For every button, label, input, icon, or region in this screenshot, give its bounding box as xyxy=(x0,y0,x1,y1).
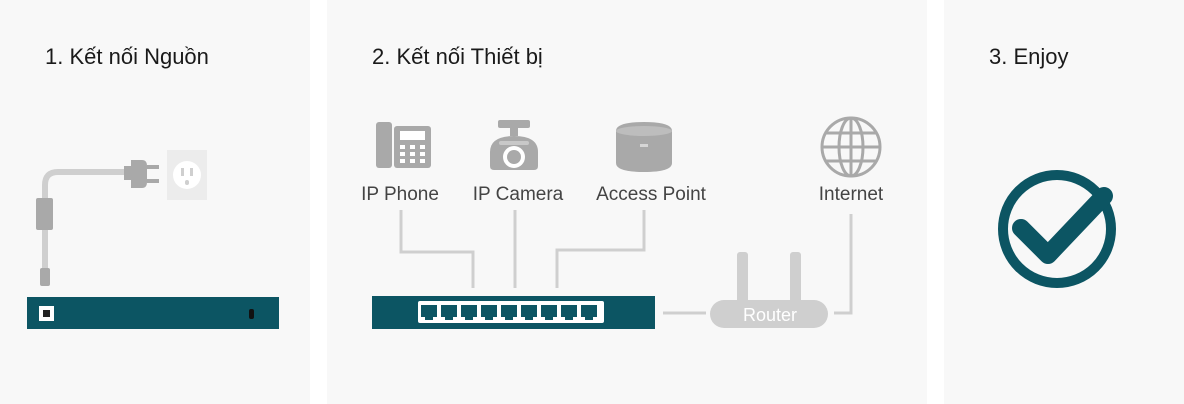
camera-icon xyxy=(490,120,538,170)
switch-front xyxy=(372,296,655,329)
access-point-icon xyxy=(616,122,672,172)
check-circle-icon xyxy=(998,170,1116,288)
plug-icon xyxy=(124,160,159,188)
step-devices-title: 2. Kết nối Thiết bị xyxy=(372,44,543,69)
ethernet-port xyxy=(501,305,517,320)
globe-icon xyxy=(820,116,882,178)
ethernet-port xyxy=(481,305,497,320)
ethernet-port xyxy=(581,305,597,320)
ethernet-port xyxy=(461,305,477,320)
connection-lines xyxy=(399,210,853,315)
ethernet-port xyxy=(441,305,457,320)
step-power-title: 1. Kết nối Nguồn xyxy=(45,44,209,69)
power-adapter xyxy=(36,198,53,286)
step-enjoy-panel xyxy=(944,0,1184,404)
internet-label: Internet xyxy=(818,184,884,205)
power-cable xyxy=(42,169,126,270)
access-point-label: Access Point xyxy=(596,184,706,205)
step-devices-panel xyxy=(327,0,927,404)
ip-camera-label: IP Camera xyxy=(472,184,564,205)
switch-rear xyxy=(27,297,279,329)
ethernet-port xyxy=(541,305,557,320)
wall-outlet-icon xyxy=(167,150,207,200)
ethernet-port xyxy=(521,305,537,320)
ethernet-port xyxy=(561,305,577,320)
phone-icon xyxy=(376,122,431,168)
router-label: Router xyxy=(742,305,798,325)
ethernet-port xyxy=(421,305,437,320)
step-enjoy-title: 3. Enjoy xyxy=(989,44,1069,69)
ip-phone-label: IP Phone xyxy=(361,184,439,205)
router-icon xyxy=(710,252,828,328)
